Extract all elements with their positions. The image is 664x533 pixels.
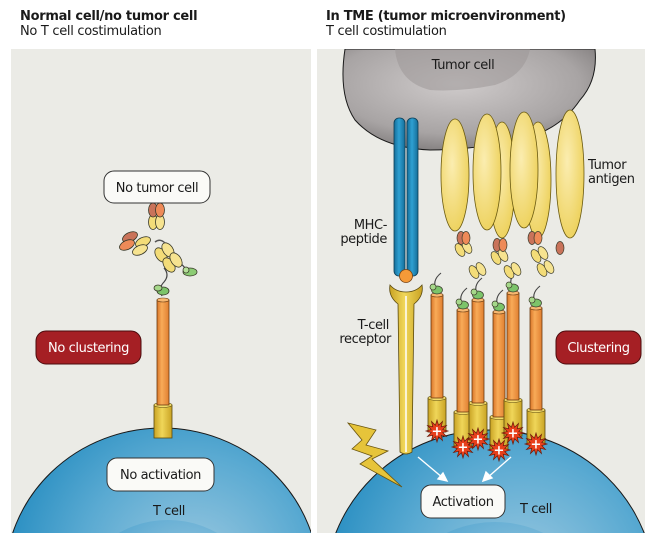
tumor-antigen — [555, 109, 585, 239]
mhc-label-line2: peptide — [340, 232, 387, 247]
antibody-binding-domain — [491, 289, 505, 312]
tumor-antigen — [472, 113, 502, 231]
antibody-fab — [536, 260, 555, 277]
antibody-binding-domain — [528, 285, 542, 308]
antibody-binding-domain — [429, 272, 443, 295]
lightning-bolt-icon — [346, 422, 403, 488]
left-panel-header: Normal cell/no tumor cell No T cell cost… — [20, 9, 198, 39]
right-panel: Tumor cell — [317, 49, 645, 533]
antibody-fab — [503, 262, 522, 279]
left-t-cell-label: T cell — [152, 504, 185, 519]
tumor-cell-label: Tumor cell — [431, 58, 495, 73]
activation-arrows — [417, 456, 512, 483]
no-clustering-badge: No clustering — [35, 330, 142, 365]
svg-text:No activation: No activation — [120, 468, 201, 483]
right-panel-header: In TME (tumor microenvironment) T cell c… — [326, 9, 566, 39]
tumor-antigen — [440, 118, 470, 232]
tcr-label-line2: receptor — [339, 332, 392, 347]
right-t-cell-label: T cell — [519, 502, 552, 517]
tumor-antigen-label-line2: antigen — [588, 172, 635, 187]
antibody-fab — [490, 248, 509, 265]
left-panel-title: Normal cell/no tumor cell — [20, 9, 198, 24]
right-panel-title: In TME (tumor microenvironment) — [326, 9, 566, 24]
left-panel-subtitle: No T cell costimulation — [20, 24, 162, 39]
t-cell-receptor — [389, 269, 423, 455]
tumor-antigen-label-line1: Tumor — [587, 158, 627, 173]
activation-signal-icon: + — [523, 431, 549, 457]
svg-text:No tumor cell: No tumor cell — [116, 181, 198, 196]
svg-text:+: + — [531, 438, 542, 453]
activation-signal-icon: + — [450, 434, 476, 460]
svg-text:Activation: Activation — [432, 495, 493, 510]
costimulatory-receptor — [526, 305, 546, 445]
activation-signal-icon: + — [486, 437, 512, 463]
antibody-fab — [530, 246, 549, 263]
costimulatory-receptor — [427, 292, 447, 433]
activation-signal-icon: + — [500, 420, 526, 446]
antibody-variable-domain — [533, 231, 543, 245]
right-panel-subtitle: T cell costimulation — [326, 24, 447, 39]
svg-text:+: + — [473, 433, 484, 448]
left-bispecific-antibody — [119, 202, 198, 297]
antibody-fab — [468, 262, 487, 279]
left-panel: No tumor cell No clustering No activatio… — [11, 49, 311, 533]
antibody-binding-domain — [470, 277, 484, 300]
left-costimulatory-receptor — [153, 297, 173, 439]
activation-signal-icon: + — [424, 418, 450, 444]
svg-text:Clustering: Clustering — [567, 341, 629, 356]
svg-text:+: + — [458, 441, 469, 456]
svg-text:+: + — [494, 444, 505, 459]
clustered-bispecific-antibodies — [429, 231, 565, 312]
antibody-binding-domain — [455, 287, 469, 310]
activation-signals: ++++++ — [424, 418, 549, 463]
tcr-label-line1: T-cell — [357, 318, 389, 333]
costimulatory-receptor — [468, 297, 488, 441]
antibody-variable-domain — [498, 238, 508, 252]
svg-text:+: + — [432, 425, 443, 440]
svg-text:No clustering: No clustering — [48, 341, 129, 356]
costimulatory-receptor — [503, 290, 523, 437]
svg-text:+: + — [508, 427, 519, 442]
activation-label: Activation — [420, 484, 506, 519]
mhc-label-line1: MHC- — [354, 218, 388, 233]
no-tumor-cell-label: No tumor cell — [103, 170, 211, 204]
no-activation-label: No activation — [106, 457, 215, 492]
clustering-badge: Clustering — [555, 330, 642, 365]
tumor-antigen — [509, 111, 539, 229]
activation-signal-icon: + — [465, 426, 491, 452]
antibody-variable-domain — [461, 231, 471, 245]
antibody-variable-domain — [555, 241, 565, 255]
tumor-antigens — [440, 109, 585, 239]
